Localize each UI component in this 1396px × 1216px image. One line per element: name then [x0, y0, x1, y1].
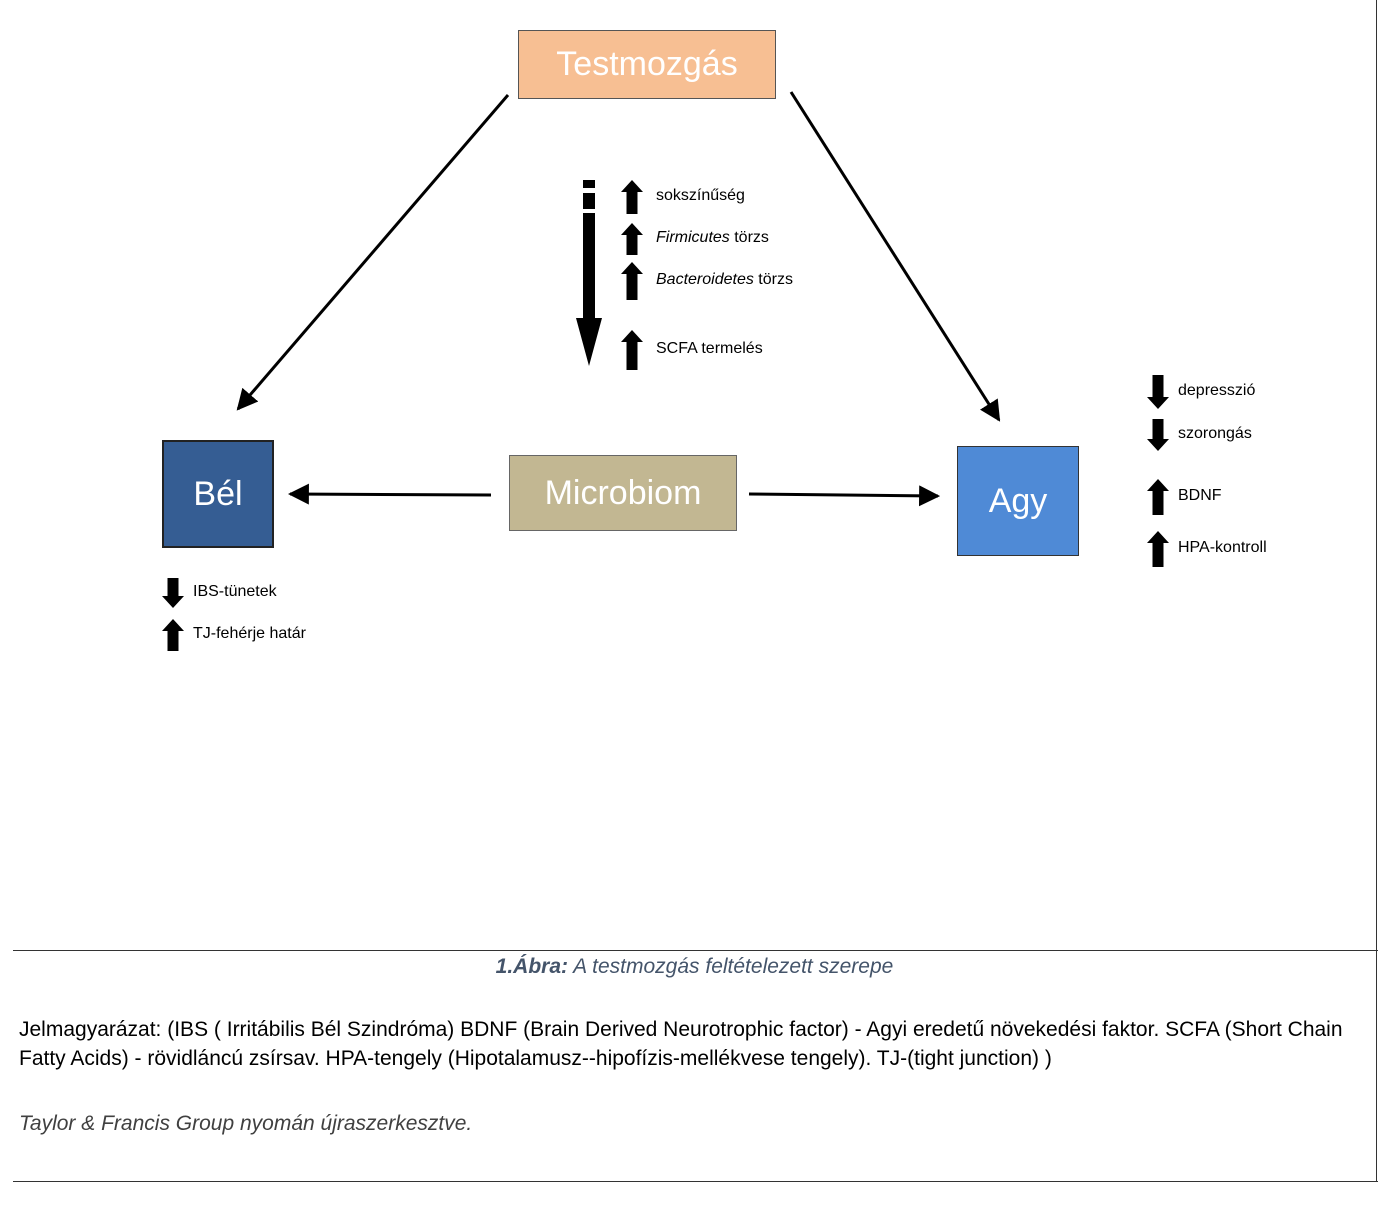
up-arrow-icon	[621, 223, 643, 255]
effect-label-text: depresszió	[1178, 382, 1256, 399]
effect-label: Firmicutes törzs	[656, 229, 769, 247]
node-bel: Bél	[162, 440, 274, 548]
up-arrow-icon	[1147, 479, 1169, 515]
effect-label-text: IBS-tünetek	[193, 583, 277, 600]
caption-divider-top	[13, 950, 1378, 951]
effect-label: Bacteroidetes törzs	[656, 271, 793, 289]
arrow-microbiom-to-agy	[748, 485, 941, 507]
up-arrow-icon	[621, 262, 643, 300]
effect-label: BDNF	[1178, 487, 1222, 505]
arrow-testmozgas-to-bel	[236, 94, 510, 411]
effect-label-text: BDNF	[1178, 487, 1222, 504]
up-arrow-icon	[621, 180, 643, 214]
effect-label: IBS-tünetek	[193, 583, 277, 601]
effect-label: SCFA termelés	[656, 340, 763, 358]
down-arrow-icon	[1147, 419, 1169, 451]
node-microbiom: Microbiom	[509, 455, 737, 531]
effect-label-text: szorongás	[1178, 425, 1252, 442]
effect-label: szorongás	[1178, 425, 1252, 443]
effect-label: depresszió	[1178, 382, 1255, 400]
effect-label-text: sokszínűség	[656, 187, 745, 204]
effect-label: TJ-fehérje határ	[193, 625, 306, 643]
caption-text: A testmozgás feltételezett szerepe	[568, 955, 894, 978]
caption-divider-bottom	[13, 1181, 1378, 1182]
down-arrow-icon	[162, 578, 184, 608]
effect-label-text: SCFA termelés	[656, 340, 763, 357]
frame-right-edge	[1376, 0, 1377, 1182]
up-arrow-icon	[1147, 531, 1169, 567]
down-arrow-icon	[1147, 375, 1169, 409]
caption-label: 1.Ábra:	[495, 955, 569, 978]
effect-label-text: HPA-kontroll	[1178, 539, 1267, 556]
effect-label-italic: Bacteroidetes	[656, 271, 754, 288]
up-arrow-icon	[162, 619, 184, 651]
node-testmozgas: Testmozgás	[518, 30, 776, 99]
arrow-testmozgas-to-agy	[789, 91, 1001, 422]
arrow-testmozgas-to-microbiom	[576, 180, 602, 366]
figure-caption: 1.Ábra: A testmozgás feltételezett szere…	[13, 955, 1376, 979]
effect-label: sokszínűség	[656, 187, 745, 205]
source-note: Taylor & Francis Group nyomán újraszerke…	[19, 1112, 473, 1135]
node-agy: Agy	[957, 446, 1079, 556]
effect-label-text: törzs	[753, 271, 793, 288]
effect-label-italic: Firmicutes	[656, 229, 730, 246]
up-arrow-icon	[621, 330, 643, 370]
legend-text: Jelmagyarázat: (IBS ( Irritábilis Bél Sz…	[19, 1018, 1343, 1070]
effect-label-text: törzs	[729, 229, 769, 246]
arrow-microbiom-to-bel	[287, 483, 492, 505]
effect-label-text: TJ-fehérje határ	[193, 625, 306, 642]
effect-label: HPA-kontroll	[1178, 539, 1267, 557]
